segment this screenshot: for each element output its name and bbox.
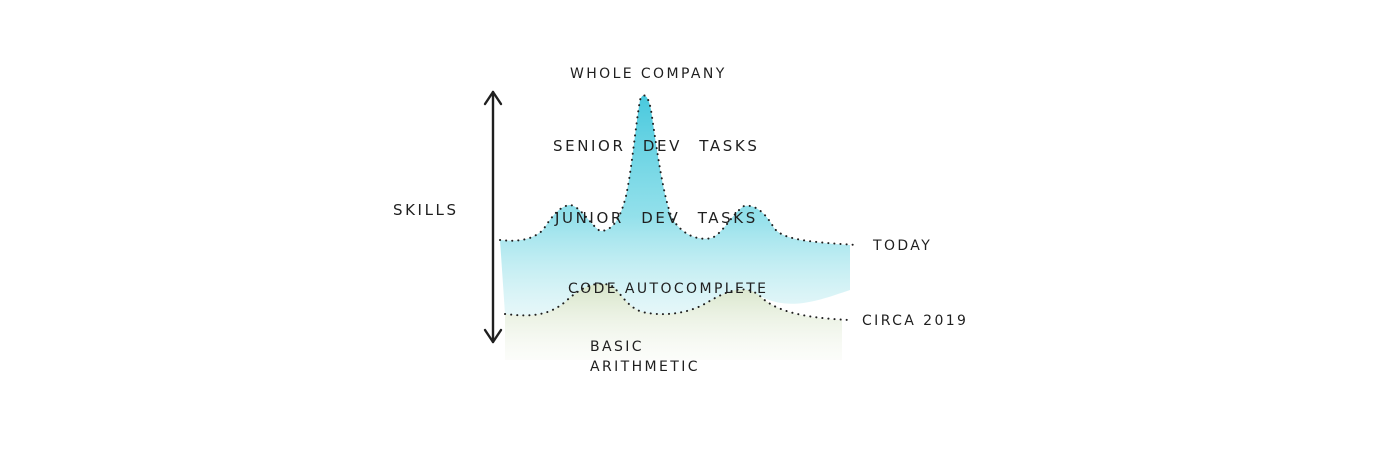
whole-company-label: WHOLE COMPANY xyxy=(570,66,727,82)
skills-axis-label: SKILLS xyxy=(393,201,459,219)
today-fill xyxy=(500,95,850,316)
circa-2019-fill xyxy=(505,283,842,360)
code-autocomplete-label: CODE AUTOCOMPLETE xyxy=(568,281,769,297)
arithmetic-label: ARITHMETIC xyxy=(590,359,700,375)
senior-dev-tasks-label: SENIOR DEV TASKS xyxy=(553,137,760,155)
skills-axis-arrow xyxy=(483,90,503,344)
basic-label: BASIC xyxy=(590,339,644,355)
circa-2019-label: CIRCA 2019 xyxy=(862,313,969,329)
today-dotted-line xyxy=(499,94,859,246)
today-label: TODAY xyxy=(873,238,933,254)
junior-dev-tasks-label: JUNIOR DEV TASKS xyxy=(555,209,758,227)
